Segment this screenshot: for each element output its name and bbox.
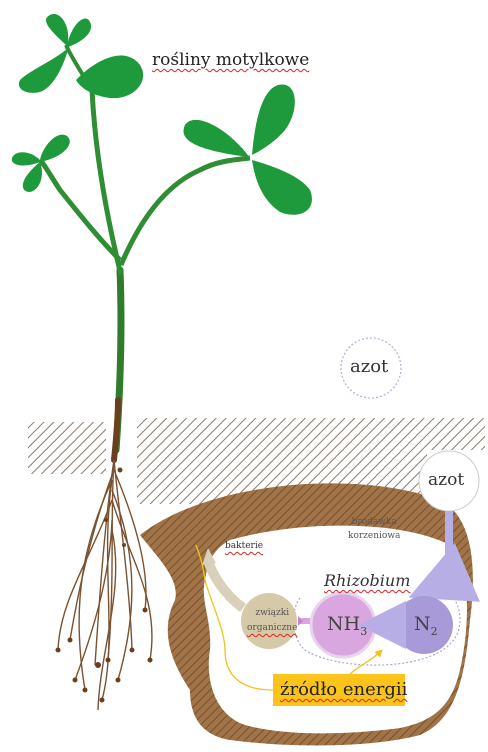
bacteria-label: bakterie [225, 541, 263, 551]
plant-group-label: rośliny motylkowe [152, 50, 309, 70]
nodule-label-line2: korzeniowa [348, 529, 400, 543]
n2-subscript: 2 [431, 625, 438, 638]
rhizobium-label: Rhizobium [324, 571, 410, 590]
plant-stem [40, 45, 250, 460]
energy-source-label: źródło energii [280, 679, 407, 700]
nitrogen-air-label: azot [350, 356, 388, 377]
compounds-label-line2: organiczne [247, 621, 297, 636]
nitrogen-soil-label: azot [428, 470, 464, 490]
nodule-label-line1: brodawka [348, 515, 400, 529]
nh3-formula: NH [327, 613, 360, 635]
compounds-label: związki organiczne [247, 606, 297, 636]
nh3-subscript: 3 [360, 625, 367, 638]
nh3-label: NH3 [327, 613, 367, 638]
nodule-label: brodawka korzeniowa [348, 515, 400, 543]
compounds-label-line1: związki [247, 606, 297, 621]
n2-label: N2 [414, 613, 438, 638]
n2-formula: N [414, 613, 431, 635]
